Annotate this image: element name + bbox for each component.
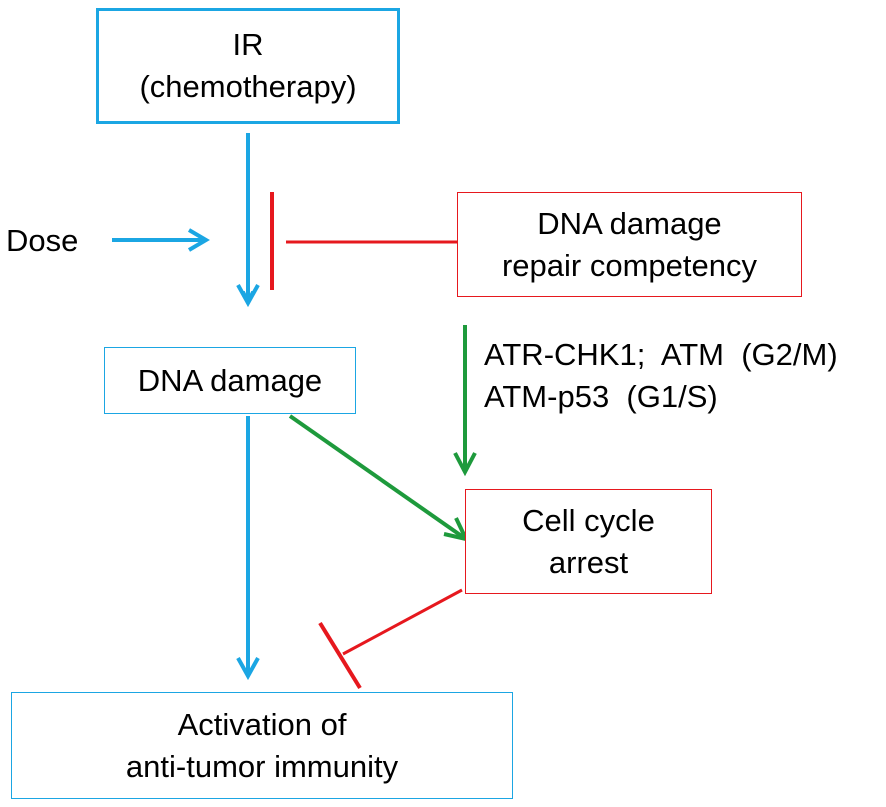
node-ir-line1: IR	[232, 27, 264, 62]
node-dna-damage-repair: DNA damage repair competency	[457, 192, 802, 297]
label-dose: Dose	[6, 223, 79, 258]
node-dna-damage: DNA damage	[104, 347, 356, 414]
node-cell-cycle-arrest-line2: arrest	[548, 544, 629, 580]
node-activation-line2: anti-tumor immunity	[125, 748, 399, 784]
arrowhead-repair-to-cell-cycle	[453, 452, 477, 477]
node-cell-cycle-arrest-line1: Cell cycle	[522, 502, 655, 538]
arrowhead-ir-to-dna-damage	[236, 284, 260, 308]
node-cell-cycle-arrest: Cell cycle arrest	[465, 489, 712, 594]
node-dna-damage-repair-line1: DNA damage	[537, 205, 722, 241]
arrowhead-dose	[187, 228, 210, 252]
node-dna-damage-repair-line2: repair competency	[501, 247, 757, 283]
inhibition-cell-cycle-bar	[318, 621, 362, 690]
arrow-dna-damage-to-cell-cycle	[288, 414, 465, 539]
arrowhead-dna-damage-to-activation	[236, 657, 260, 681]
label-pathway-line2: ATM-p53 (G1/S)	[484, 379, 718, 414]
node-ir-line2: (chemotherapy)	[139, 69, 357, 104]
inhibition-cell-cycle-line	[342, 588, 463, 656]
label-pathway-line1: ATR-CHK1; ATM (G2/M)	[484, 337, 838, 372]
node-activation-line1: Activation of	[177, 706, 347, 742]
arrowhead-dna-damage-to-cell-cycle	[443, 517, 470, 542]
node-dna-damage-line1: DNA damage	[137, 362, 323, 398]
node-activation: Activation of anti-tumor immunity	[11, 692, 513, 799]
node-ir: IR (chemotherapy)	[96, 8, 400, 124]
